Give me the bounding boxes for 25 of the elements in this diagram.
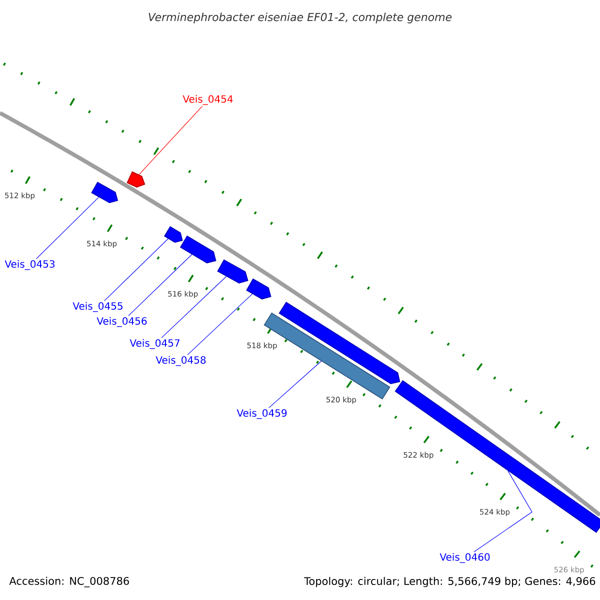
leader-line bbox=[187, 294, 253, 356]
gene-label: Veis_0459 bbox=[236, 409, 287, 419]
accession-text: Accession: NC_008786 bbox=[9, 576, 129, 588]
gene-label: Veis_0457 bbox=[130, 339, 180, 349]
gene-feature bbox=[180, 236, 216, 264]
leader-line bbox=[161, 276, 227, 338]
gene-label: Veis_0458 bbox=[156, 356, 206, 366]
genome-stats-text: Topology: circular; Length: 5,566,749 bp; Genes: 4,966 bbox=[304, 576, 596, 588]
gene-label: Veis_0455 bbox=[72, 302, 122, 312]
gene-feature bbox=[246, 278, 272, 300]
gene-label: Veis_0453 bbox=[4, 260, 55, 270]
title: Verminephrobacter eiseniae EF01-2, complete genome bbox=[148, 12, 452, 24]
gene-feature bbox=[164, 226, 183, 243]
gene-label: Veis_0456 bbox=[96, 317, 147, 327]
leader-line bbox=[138, 106, 203, 175]
leader-line bbox=[268, 360, 322, 408]
gene-feature bbox=[278, 302, 400, 384]
leader-line bbox=[474, 470, 532, 552]
leader-line bbox=[36, 196, 100, 260]
gene-label: Veis_0460 bbox=[440, 553, 490, 563]
gene-label: Veis_0454 bbox=[182, 95, 233, 105]
leader-line bbox=[128, 254, 192, 316]
gene-feature bbox=[126, 171, 146, 188]
leader-line bbox=[104, 238, 168, 302]
gene-bar bbox=[394, 380, 600, 533]
